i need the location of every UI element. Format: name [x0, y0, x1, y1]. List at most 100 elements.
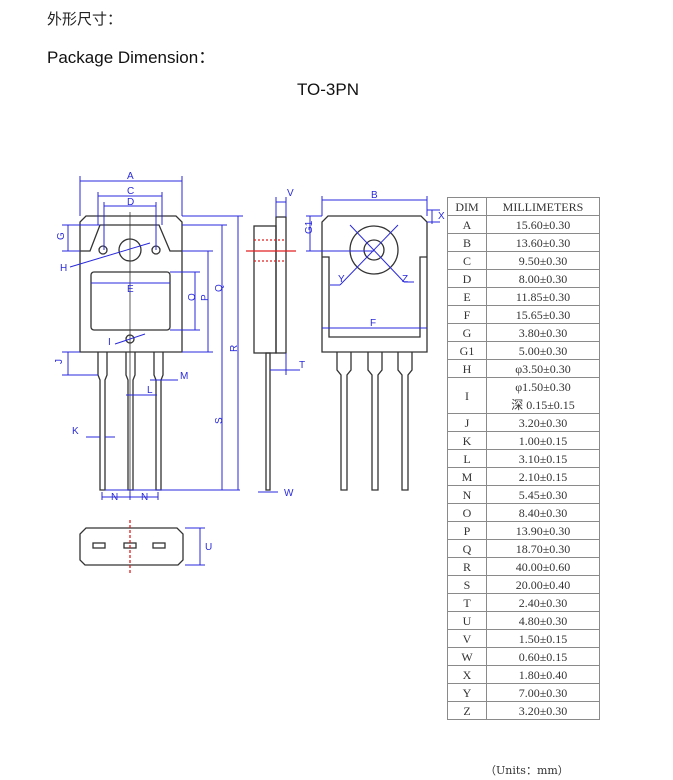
value-cell: 2.40±0.30 — [486, 593, 600, 612]
dimension-lines — [62, 176, 440, 566]
value-cell: 13.60±0.30 — [486, 233, 600, 252]
value-cell: 3.80±0.30 — [486, 323, 600, 342]
label-z: Z — [402, 274, 408, 285]
dim-cell: V — [447, 629, 487, 648]
label-y: Y — [338, 274, 345, 285]
table-header: DIM MILLIMETERS — [447, 197, 600, 216]
label-p: P — [200, 294, 211, 301]
dim-cell: G1 — [447, 341, 487, 360]
side-view — [246, 216, 296, 491]
label-g: G — [56, 232, 67, 240]
label-l: L — [147, 385, 153, 396]
dim-cell: I — [447, 377, 487, 414]
header-millimeters: MILLIMETERS — [486, 197, 600, 216]
dim-cell: H — [447, 359, 487, 378]
value-cell: 20.00±0.40 — [486, 575, 600, 594]
label-h: H — [60, 263, 67, 274]
value-cell: 0.60±0.15 — [486, 647, 600, 666]
dim-cell: P — [447, 521, 487, 540]
label-n-right: N — [141, 492, 148, 503]
label-f: F — [370, 318, 376, 329]
label-c: C — [127, 186, 134, 197]
label-b: B — [371, 190, 378, 201]
dim-cell: U — [447, 611, 487, 630]
value-line-depth: 深 0.15±0.15 — [511, 397, 575, 412]
label-g1: G1 — [304, 220, 315, 234]
dim-cell: Y — [447, 683, 487, 702]
label-k: K — [72, 426, 79, 437]
value-cell: 3.10±0.15 — [486, 449, 600, 468]
dim-cell: M — [447, 467, 487, 486]
dim-cell: E — [447, 287, 487, 306]
dim-cell: D — [447, 269, 487, 288]
value-cell: 3.20±0.30 — [486, 701, 600, 720]
value-cell: 1.80±0.40 — [486, 665, 600, 684]
front-view — [79, 212, 183, 500]
value-cell: 9.50±0.30 — [486, 251, 600, 270]
label-v: V — [287, 188, 294, 199]
dim-cell: F — [447, 305, 487, 324]
value-cell: 15.65±0.30 — [486, 305, 600, 324]
label-m: M — [180, 371, 188, 382]
value-cell: 8.00±0.30 — [486, 269, 600, 288]
dim-cell: W — [447, 647, 487, 666]
value-cell: 13.90±0.30 — [486, 521, 600, 540]
value-cell: φ3.50±0.30 — [486, 359, 600, 378]
value-cell: 8.40±0.30 — [486, 503, 600, 522]
value-cell: 4.80±0.30 — [486, 611, 600, 630]
label-j: J — [54, 359, 65, 364]
dim-cell: O — [447, 503, 487, 522]
dim-cell: L — [447, 449, 487, 468]
dim-cell: N — [447, 485, 487, 504]
dimension-labels: A C D G H E I O P Q R S J K L M N N V T … — [54, 171, 445, 553]
value-cell: 2.10±0.15 — [486, 467, 600, 486]
dim-cell: K — [447, 431, 487, 450]
dim-cell: Z — [447, 701, 487, 720]
label-r: R — [229, 345, 240, 352]
dim-cell: C — [447, 251, 487, 270]
dim-cell: S — [447, 575, 487, 594]
value-line: φ1.50±0.30 — [515, 379, 571, 394]
dim-cell: A — [447, 215, 487, 234]
value-cell: 1.00±0.15 — [486, 431, 600, 450]
dim-cell: J — [447, 413, 487, 432]
value-cell: 40.00±0.60 — [486, 557, 600, 576]
units-note: （Units：mm） — [485, 764, 569, 777]
value-cell: 15.60±0.30 — [486, 215, 600, 234]
dim-cell: G — [447, 323, 487, 342]
bottom-view — [79, 520, 184, 575]
package-name: TO-3PN — [296, 80, 360, 99]
back-view — [321, 215, 428, 491]
dim-cell: T — [447, 593, 487, 612]
label-q: Q — [214, 284, 225, 292]
value-cell: 18.70±0.30 — [486, 539, 600, 558]
label-a: A — [127, 171, 134, 182]
label-x: X — [438, 211, 445, 222]
heading-en: Package Dimension： — [47, 48, 216, 67]
dim-cell: B — [447, 233, 487, 252]
